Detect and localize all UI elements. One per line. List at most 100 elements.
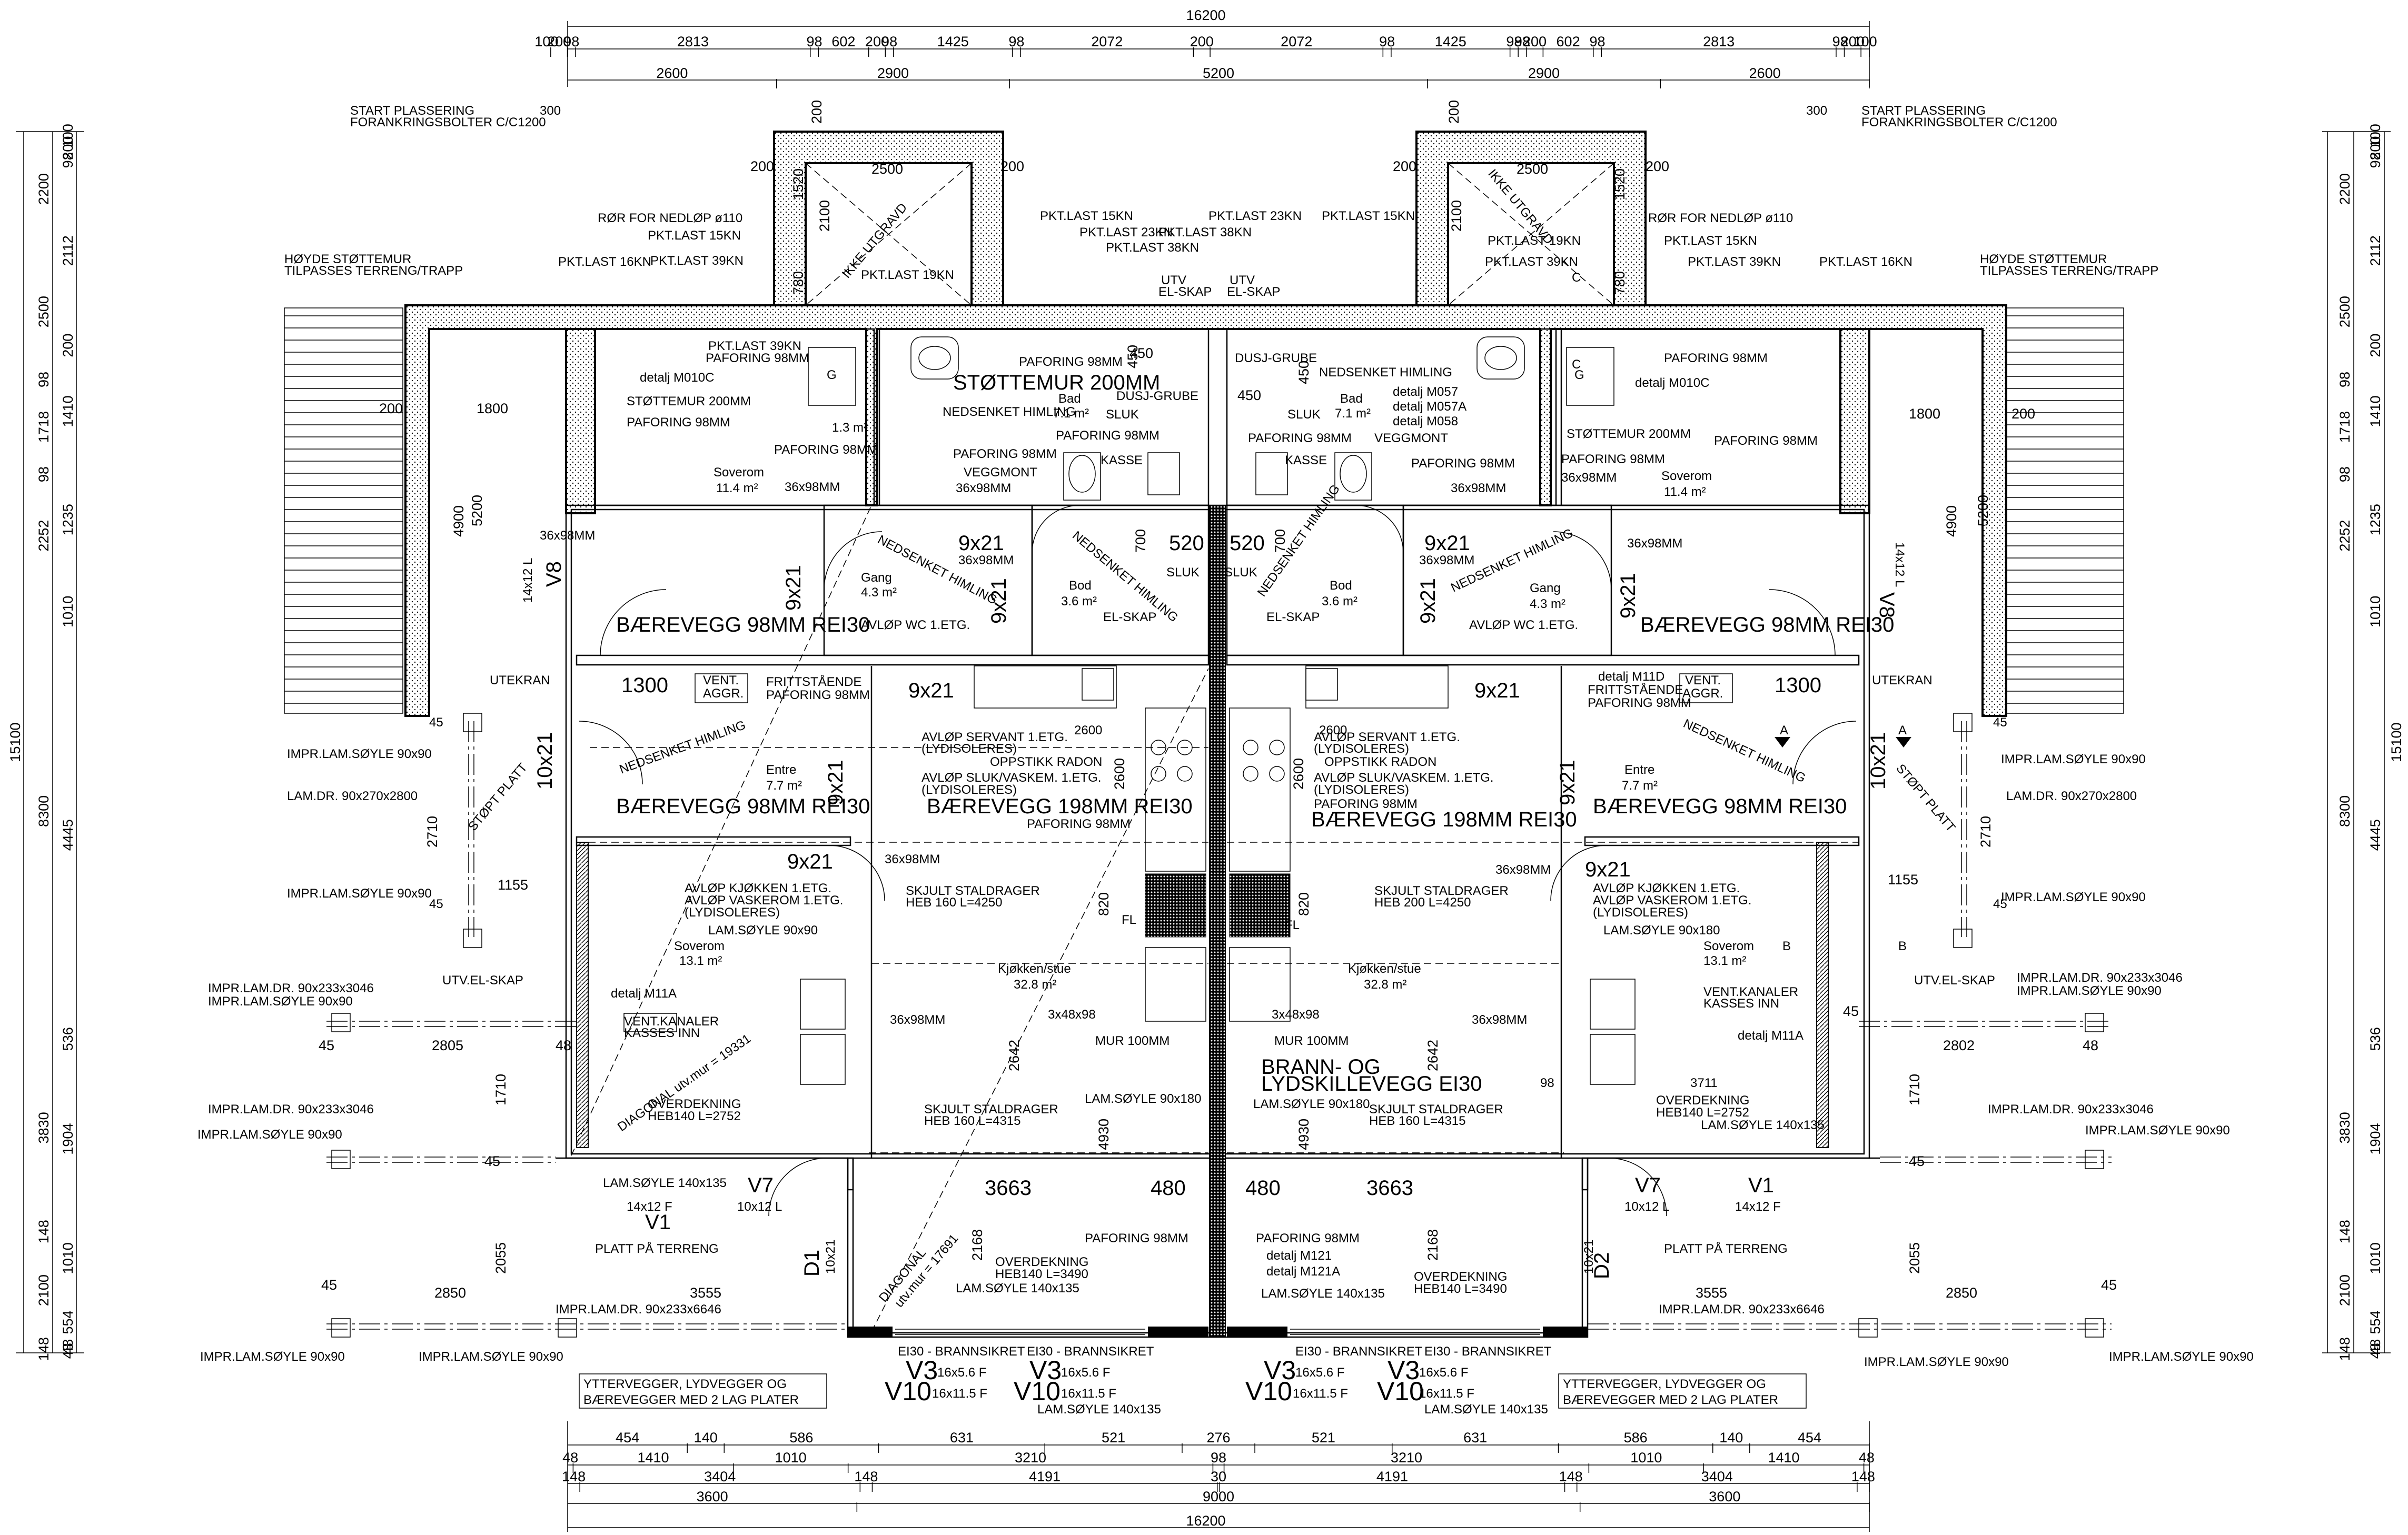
dim-label: 1010 [2367, 1242, 2383, 1274]
svg-text:C: C [1572, 357, 1581, 372]
svg-text:FORANKRINGSBOLTER C/C1200: FORANKRINGSBOLTER C/C1200 [1861, 115, 2057, 129]
svg-text:LAM.DR. 90x270x2800: LAM.DR. 90x270x2800 [2006, 789, 2137, 803]
svg-text:DUSJ-GRUBE: DUSJ-GRUBE [1116, 389, 1198, 403]
svg-text:OPPSTIKK RADON: OPPSTIKK RADON [1324, 755, 1436, 769]
svg-text:A: A [1780, 723, 1788, 737]
dim-label: 98 [1589, 34, 1605, 49]
dim-label: 98 [1514, 34, 1530, 49]
svg-text:520: 520 [1230, 532, 1265, 555]
svg-text:780: 780 [1612, 271, 1628, 295]
dim-label: 1718 [36, 411, 52, 443]
svg-text:STØPT PLATT: STØPT PLATT [465, 760, 530, 834]
svg-text:Gang: Gang [861, 571, 892, 585]
svg-text:Soverom: Soverom [714, 465, 764, 480]
dim-bottom-overall: 16200 [1186, 1513, 1225, 1529]
svg-text:detalj M11A: detalj M11A [611, 986, 677, 1001]
svg-text:9x21: 9x21 [824, 760, 847, 805]
svg-text:IMPR.LAM.SØYLE 90x90: IMPR.LAM.SØYLE 90x90 [2085, 1123, 2230, 1138]
svg-text:HEB 160 L=4315: HEB 160 L=4315 [924, 1114, 1020, 1128]
dim-label: 148 [1559, 1469, 1583, 1484]
svg-text:A: A [1898, 723, 1907, 737]
svg-text:G: G [1574, 368, 1584, 382]
svg-text:1155: 1155 [1888, 872, 1918, 888]
svg-text:16x11.5 F: 16x11.5 F [1293, 1387, 1348, 1401]
svg-text:AVLØP KJØKKEN 1.ETG.: AVLØP KJØKKEN 1.ETG. [1593, 881, 1740, 895]
stairs-right [2005, 307, 2124, 714]
svg-text:45: 45 [429, 897, 443, 911]
dim-label: 200 [1841, 34, 1865, 49]
svg-text:IMPR.LAM.DR. 90x233x6646: IMPR.LAM.DR. 90x233x6646 [1659, 1302, 1825, 1317]
dim-label: 200 [60, 136, 76, 160]
svg-text:Kjøkken/stue: Kjøkken/stue [1348, 962, 1421, 976]
svg-text:3x48x98: 3x48x98 [1048, 1008, 1096, 1022]
dim-label: 2200 [2337, 173, 2353, 205]
svg-text:PLATT PÅ TERRENG: PLATT PÅ TERRENG [595, 1241, 719, 1256]
svg-text:KASSE: KASSE [1101, 453, 1143, 467]
svg-text:1155: 1155 [498, 877, 528, 893]
svg-text:detalj M010C: detalj M010C [640, 371, 714, 385]
svg-text:450: 450 [1125, 345, 1141, 368]
dim-label: 98 [1832, 34, 1848, 49]
svg-text:10x21: 10x21 [1582, 1240, 1596, 1274]
svg-text:820: 820 [1096, 892, 1112, 916]
svg-text:V10: V10 [1014, 1377, 1061, 1406]
dim-label: 98 [1008, 34, 1024, 49]
svg-text:700: 700 [1272, 529, 1288, 553]
dim-label: 1235 [60, 504, 76, 535]
dim-label: 2112 [60, 235, 76, 266]
svg-text:2600: 2600 [1112, 758, 1127, 790]
svg-text:TILPASSES TERRENG/TRAPP: TILPASSES TERRENG/TRAPP [284, 264, 463, 278]
svg-text:PKT.LAST 19KN: PKT.LAST 19KN [1488, 234, 1581, 248]
svg-text:9x21: 9x21 [1424, 532, 1470, 555]
svg-text:AGGR.: AGGR. [703, 686, 744, 701]
svg-text:3.6 m²: 3.6 m² [1061, 594, 1097, 609]
dim-label: 1410 [2367, 395, 2383, 427]
svg-text:7.7 m²: 7.7 m² [766, 779, 802, 793]
svg-text:PKT.LAST 15KN: PKT.LAST 15KN [1322, 209, 1415, 223]
dim-label: 1010 [60, 596, 76, 627]
svg-text:36x98MM: 36x98MM [958, 553, 1014, 567]
svg-text:45: 45 [484, 1153, 500, 1169]
svg-text:2168: 2168 [969, 1229, 985, 1261]
dim-label: 4191 [1029, 1469, 1061, 1484]
dim-label: 2900 [877, 65, 909, 81]
dim-label: 2813 [677, 34, 709, 49]
svg-text:36x98MM: 36x98MM [1495, 863, 1551, 877]
dim-label: 200 [1523, 34, 1547, 49]
svg-text:NEDSENKET HIMLING: NEDSENKET HIMLING [1681, 716, 1808, 785]
svg-text:2642: 2642 [1425, 1040, 1441, 1071]
svg-text:200: 200 [750, 158, 774, 174]
dim-label: 1010 [1630, 1450, 1662, 1466]
svg-text:3663: 3663 [985, 1177, 1032, 1200]
dim-label: 98 [2337, 372, 2353, 387]
dim-label: 148 [854, 1469, 878, 1484]
svg-text:32.8 m²: 32.8 m² [1014, 978, 1056, 992]
svg-text:PKT.LAST 15KN: PKT.LAST 15KN [1664, 234, 1757, 248]
svg-text:PAFORING 98MM: PAFORING 98MM [627, 415, 730, 430]
dim-label: 1410 [60, 395, 76, 427]
svg-text:SKJULT STALDRAGER: SKJULT STALDRAGER [924, 1102, 1058, 1117]
svg-text:V7: V7 [748, 1174, 774, 1197]
svg-text:36x98MM: 36x98MM [1472, 1013, 1527, 1027]
dim-label: 100 [2367, 124, 2383, 147]
dim-label: 98 [1211, 1450, 1226, 1466]
svg-text:IMPR.LAM.DR. 90x233x3046: IMPR.LAM.DR. 90x233x3046 [1988, 1102, 2154, 1117]
svg-text:PKT.LAST 39KN: PKT.LAST 39KN [650, 254, 744, 268]
svg-text:V3: V3 [1388, 1355, 1420, 1385]
dim-label: 2500 [36, 296, 52, 327]
svg-text:VENT.KANALER: VENT.KANALER [1703, 985, 1798, 999]
dim-label: 3404 [704, 1469, 736, 1484]
svg-text:UTV.EL-SKAP: UTV.EL-SKAP [442, 973, 523, 988]
dim-label: 200 [60, 334, 76, 357]
svg-text:(LYDISOLERES): (LYDISOLERES) [1593, 905, 1688, 920]
dim-label: 48 [562, 1450, 578, 1466]
svg-text:MUR 100MM: MUR 100MM [1095, 1034, 1170, 1048]
svg-text:OVERDEKNING: OVERDEKNING [1414, 1270, 1507, 1284]
svg-text:PKT.LAST 19KN: PKT.LAST 19KN [861, 268, 954, 282]
svg-text:LAM.SØYLE 90x180: LAM.SØYLE 90x180 [1085, 1092, 1201, 1106]
svg-text:36x98MM: 36x98MM [1627, 536, 1682, 551]
left-dimensions: 15100 2200250098171898225283003830148210… [7, 124, 84, 1361]
dim-label: 148 [36, 1337, 52, 1361]
svg-text:Soverom: Soverom [1661, 469, 1712, 483]
